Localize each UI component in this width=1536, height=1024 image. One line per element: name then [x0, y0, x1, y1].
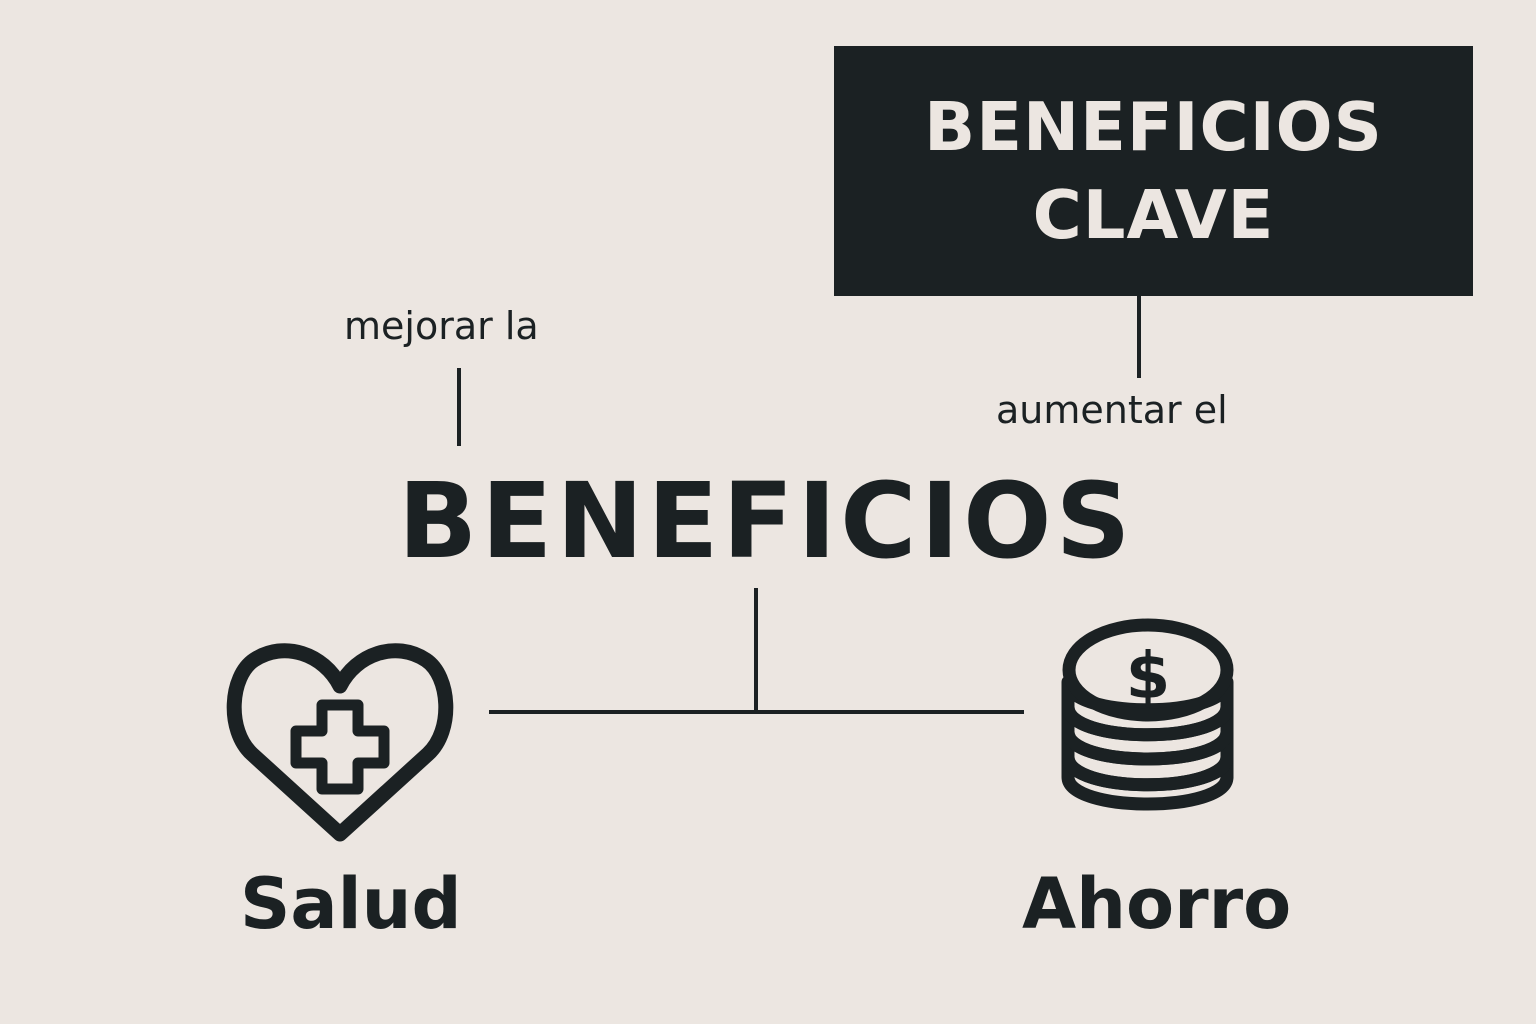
note-left-text: mejorar la	[344, 304, 539, 348]
center-word: BENEFICIOS	[398, 460, 1135, 582]
title-box-text: BENEFICIOS CLAVE	[924, 88, 1383, 254]
plus-cross	[290, 699, 390, 795]
branch-label-ahorro: Ahorro	[1022, 863, 1292, 945]
note-right-text: aumentar el	[996, 388, 1228, 432]
dollar-sign: $	[1126, 640, 1171, 714]
title-box: BENEFICIOS CLAVE	[834, 46, 1473, 296]
heart-outline	[226, 643, 454, 842]
branch-label-salud: Salud	[240, 863, 462, 945]
coin-top	[1062, 618, 1234, 722]
